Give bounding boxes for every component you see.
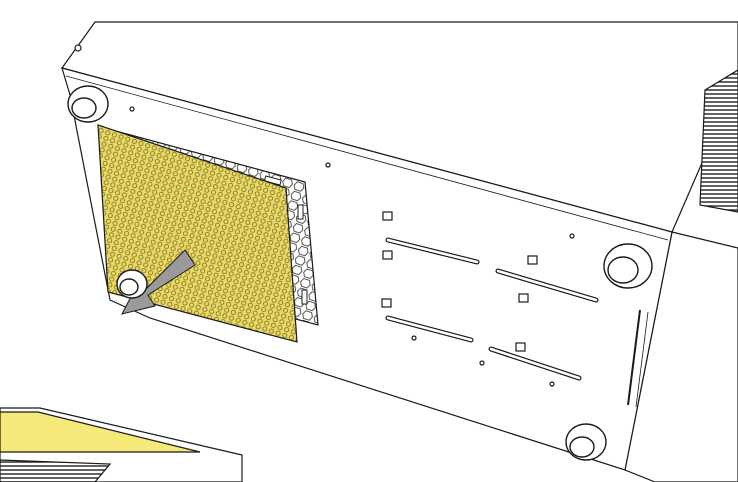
foot-icon xyxy=(116,269,148,299)
foot-icon xyxy=(67,85,109,123)
case-feet xyxy=(67,85,653,461)
foot-icon xyxy=(565,423,607,461)
screw-holes xyxy=(74,44,575,387)
side-vent xyxy=(699,69,738,213)
foot-icon xyxy=(603,243,653,289)
second-case-top xyxy=(0,407,243,482)
highlighted-panel xyxy=(0,411,201,453)
